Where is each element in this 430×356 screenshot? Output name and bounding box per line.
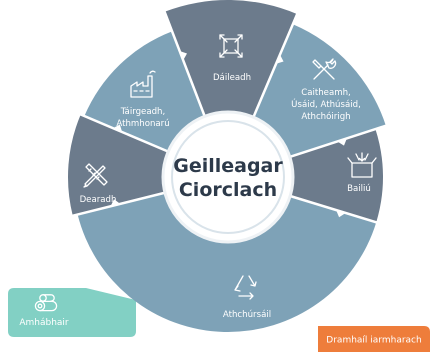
recycle-icon xyxy=(234,275,257,300)
raw-materials-tag: Amhábhair xyxy=(8,288,136,337)
flow-arrow xyxy=(179,50,188,61)
flow-arrow xyxy=(276,54,284,64)
label-tairgeadh-line2: Athmhonarú xyxy=(116,119,169,129)
segment-dearadh xyxy=(67,114,171,216)
label-athchursail: Athchúrsáil xyxy=(223,310,271,320)
raw-materials-icon xyxy=(34,294,58,312)
segment-bailiu xyxy=(286,129,383,223)
segment-separator xyxy=(161,6,207,120)
flow-arrow xyxy=(110,199,121,207)
label-caitheamh-line1: Caitheamh, xyxy=(301,88,351,98)
flow-arrows xyxy=(110,50,347,218)
segment-separator xyxy=(59,104,172,154)
factory-icon xyxy=(130,70,156,98)
center-title-line1: Geilleagar xyxy=(173,155,283,177)
collection-box-icon xyxy=(347,152,377,178)
label-caitheamh-line2: Úsáid, Athúsáid, xyxy=(291,98,361,110)
label-bailiu: Bailiú xyxy=(347,184,371,194)
flow-arrow xyxy=(337,138,347,146)
segment-caitheamh xyxy=(252,24,386,158)
center-hub: Geilleagar Ciorclach xyxy=(161,110,295,244)
label-daileadh: Dáileadh xyxy=(213,73,251,83)
segment-separator xyxy=(51,190,169,223)
label-tairgeadh-line1: Táirgeadh, xyxy=(120,107,166,117)
label-caitheamh-line3: Athchóirigh xyxy=(301,111,350,122)
flow-arrow xyxy=(112,124,123,133)
center-title-line2: Ciorclach xyxy=(179,179,277,201)
raw-materials-label: Amhábhair xyxy=(19,318,69,328)
segment-tairgeadh xyxy=(84,31,206,153)
flow-arrow xyxy=(336,210,346,218)
residual-waste-tag: Dramhaíl iarmharach xyxy=(318,326,430,352)
residual-waste-label: Dramhaíl iarmharach xyxy=(326,336,421,346)
segment-separator xyxy=(286,193,403,232)
segment-athchursail xyxy=(77,191,377,332)
label-dearadh: Dearadh xyxy=(80,195,117,205)
distribution-icon xyxy=(219,34,243,58)
tools-icon xyxy=(312,58,337,80)
segment-separator xyxy=(251,8,301,121)
pencil-ruler-icon xyxy=(83,163,108,188)
